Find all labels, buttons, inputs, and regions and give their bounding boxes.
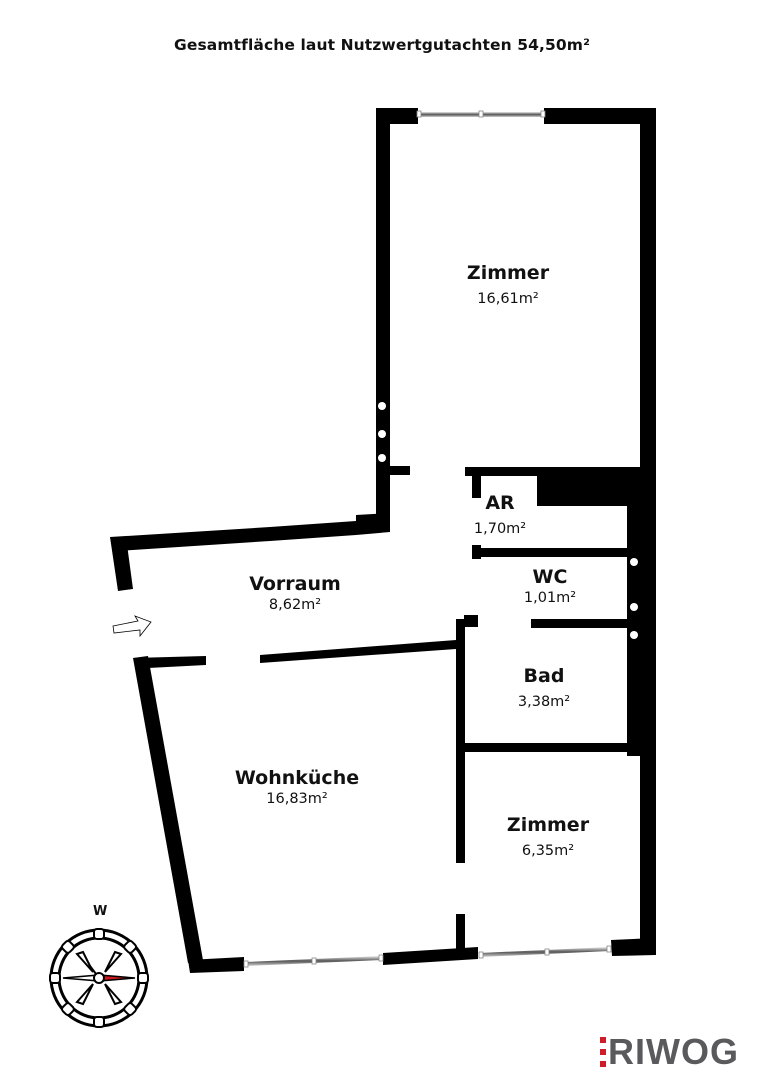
- room-name: WC: [532, 566, 568, 588]
- room-label-wc: WC 1,01m²: [524, 566, 576, 608]
- room-label-bad: Bad 3,38m²: [518, 665, 570, 712]
- room-area: 6,35m²: [521, 843, 575, 859]
- room-area: 1,70m²: [473, 521, 527, 537]
- compass-direction-label: W: [93, 904, 108, 919]
- room-name: Wohnküche: [234, 767, 360, 789]
- room-name: Bad: [523, 665, 565, 687]
- wall-outlets-left: [378, 402, 386, 462]
- room-name: Zimmer: [506, 814, 590, 836]
- walls-wohnkueche: [133, 656, 478, 973]
- walls-wc-bad: [456, 615, 646, 863]
- room-name: AR: [485, 492, 515, 514]
- room-area: 16,83m²: [266, 791, 328, 807]
- window-bottom-left: [243, 954, 384, 968]
- room-label-wohnkueche: Wohnküche 16,83m²: [235, 767, 359, 809]
- window-top: [416, 110, 546, 118]
- room-label-zimmer-small: Zimmer 6,35m²: [507, 814, 589, 861]
- room-label-vorraum: Vorraum 8,62m²: [249, 573, 341, 615]
- room-label-ar: AR 1,70m²: [474, 492, 526, 539]
- room-name: Vorraum: [249, 573, 341, 595]
- page-title: Gesamtfläche laut Nutzwertgutachten 54,5…: [174, 36, 590, 54]
- compass-icon: [49, 928, 149, 1028]
- room-area: 3,38m²: [517, 694, 571, 710]
- logo-text: RIWOG: [608, 1031, 739, 1072]
- walls-ar: [465, 467, 656, 756]
- room-area: 16,61m²: [477, 291, 539, 307]
- room-name: Zimmer: [466, 262, 550, 284]
- walls-vorraum: [110, 513, 456, 663]
- room-label-zimmer-large: Zimmer 16,61m²: [467, 262, 549, 309]
- walls-zimmer-small: [611, 752, 656, 956]
- room-area: 8,62m²: [268, 597, 322, 613]
- window-bottom-right: [478, 945, 612, 959]
- wall-outlets-right: [630, 558, 638, 639]
- room-area: 1,01m²: [523, 590, 577, 606]
- walls-zimmer-top: [376, 108, 656, 518]
- riwog-logo: RIWOG: [600, 1034, 739, 1070]
- logo-mark-icon: [600, 1037, 606, 1067]
- entrance-arrow: [112, 615, 152, 638]
